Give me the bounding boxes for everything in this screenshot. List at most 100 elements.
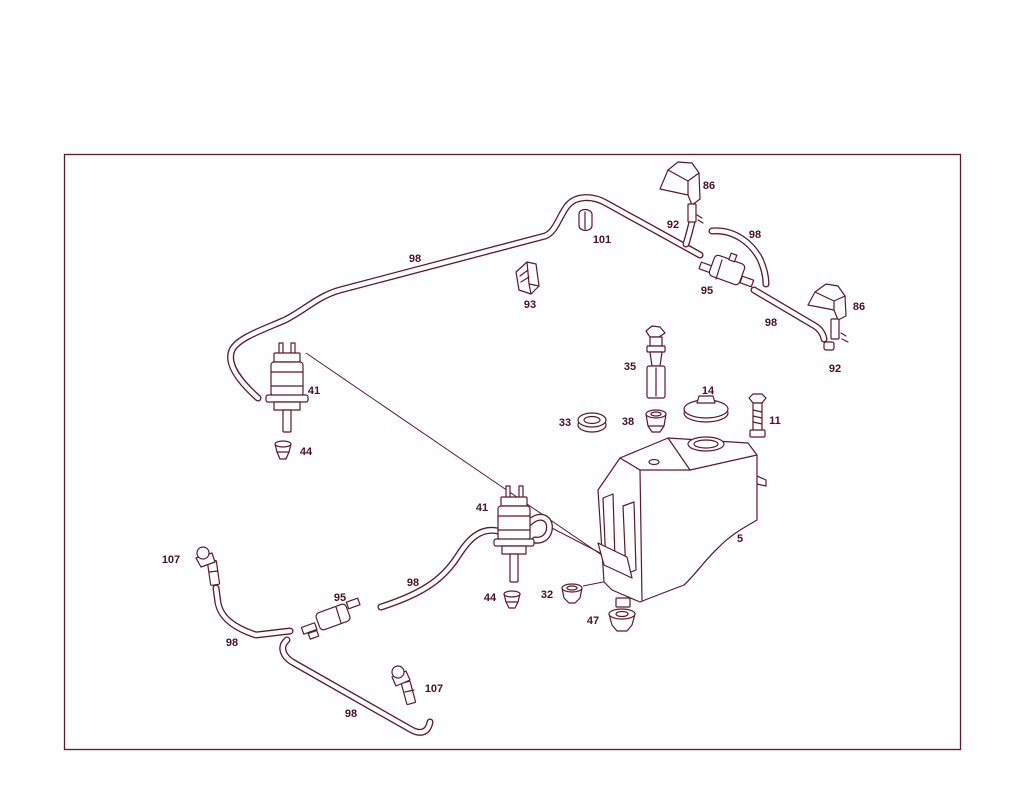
callout-hose-top-long: 98 [409,253,421,265]
grommet-rim [561,583,583,593]
hose-98-right [750,286,828,343]
grommet-rim [503,590,521,598]
stem-tip [823,341,835,351]
nozzle-stem-right [823,318,849,351]
ring-hole [583,415,601,425]
callout-grommet-sensor: 38 [622,416,634,428]
grommet-rim [645,409,667,419]
pump-collar [501,545,527,555]
connector-stub-right [345,597,361,610]
pump-terminal [278,342,284,355]
level-sensor [645,325,666,399]
mounting-bolt [748,393,767,438]
valve-cap [196,546,210,560]
grommet-hole [566,585,578,591]
grommet-upper [274,440,292,460]
callout-hose-lower-left: 98 [226,637,238,649]
callout-nozzle-bottom: 107 [425,683,443,695]
callout-connector-bottom: 95 [334,592,346,604]
grommet-sensor [645,409,667,433]
hose-core [228,195,703,401]
callout-hose-bottom: 98 [345,708,357,720]
connector-band [715,259,723,280]
pump-cap [500,496,528,507]
callout-bolt: 11 [769,415,781,427]
grommet-lower [503,590,521,609]
nozzle-body [807,283,847,321]
hose-98-lower-mid [377,526,502,611]
hose-outline [377,526,502,611]
grommet-outlet [608,608,636,632]
connector-valve-bottom [300,597,361,640]
washer-pump-upper [265,342,309,433]
lower-pump-reference-line [547,525,607,557]
diagram-frame [63,153,962,751]
pump-body [270,361,304,397]
pump-outlet-stem [509,553,519,583]
sensor-collar [646,345,666,353]
connector-band [335,606,342,624]
hose-98-lower-left [212,584,294,639]
callout-stem-right: 92 [829,363,841,375]
clip-edge [519,261,540,295]
tank-top-edge [619,454,758,471]
spray-nozzle-right [807,283,847,321]
tank-front-edge [639,469,643,601]
callout-sensor: 35 [624,361,636,373]
connector-stub-left-lower [307,629,320,640]
valve-body [400,680,417,706]
connector-stub-right [739,275,755,288]
nozzle-body [659,161,701,206]
pump-outlet-stem [282,409,292,433]
bolt-head [748,393,767,404]
connector-stub-left [300,622,318,635]
callout-grommet-upper: 44 [300,446,313,458]
callout-nozzle-top: 86 [703,180,715,192]
callout-hose-lower-mid: 98 [407,577,419,589]
hose-98-top-right [708,227,770,288]
callout-cap: 14 [702,385,715,397]
cap-tab [696,395,716,404]
ring-top [577,412,607,428]
callout-tank: 5 [737,533,743,545]
hose-clip-mid [515,261,540,295]
pump-flange [265,394,309,403]
stem-body [687,203,697,223]
tank-ridge [667,437,691,471]
callout-clip-top: 101 [593,234,611,246]
nozzle-edge [667,169,700,196]
sensor-neck [649,336,663,347]
grommet-ring [577,412,607,433]
hose-lower-pump-loop [525,513,553,544]
callout-grommet-outlet: 47 [587,615,599,627]
pump-reference-line [305,352,629,574]
grommet-hole [650,411,662,417]
callout-hose-top-right: 98 [749,229,761,241]
sensor-clip [645,325,666,338]
callout-stem-top: 92 [667,219,679,231]
hose-92-short-top [682,218,696,248]
nozzle-stem-top [687,203,704,224]
valve-ring [208,570,219,573]
pump-body [497,505,531,541]
valve-ring [404,689,415,693]
callout-grommet-tank: 32 [541,589,553,601]
callout-hose-right: 98 [765,317,777,329]
tank-panel-groove [622,501,637,575]
nozzle-edge [814,291,846,311]
nozzle-check-valve-left [195,546,221,586]
stem-body [830,318,840,340]
pump-terminal [505,485,511,499]
nozzle-check-valve-bottom [391,665,417,706]
hose-98-top-long [227,194,704,402]
hose-core [683,219,695,247]
callout-pump-lower: 41 [476,502,488,514]
hose-core [526,515,552,543]
connector-stub-top [728,252,738,263]
callout-grommet-ring: 33 [559,417,571,429]
stem-pin [841,338,849,343]
stem-pin [696,214,703,219]
tank-filler-inner [693,439,719,449]
tank-filler-opening [687,436,725,452]
tank-sensor-hole [648,458,660,466]
